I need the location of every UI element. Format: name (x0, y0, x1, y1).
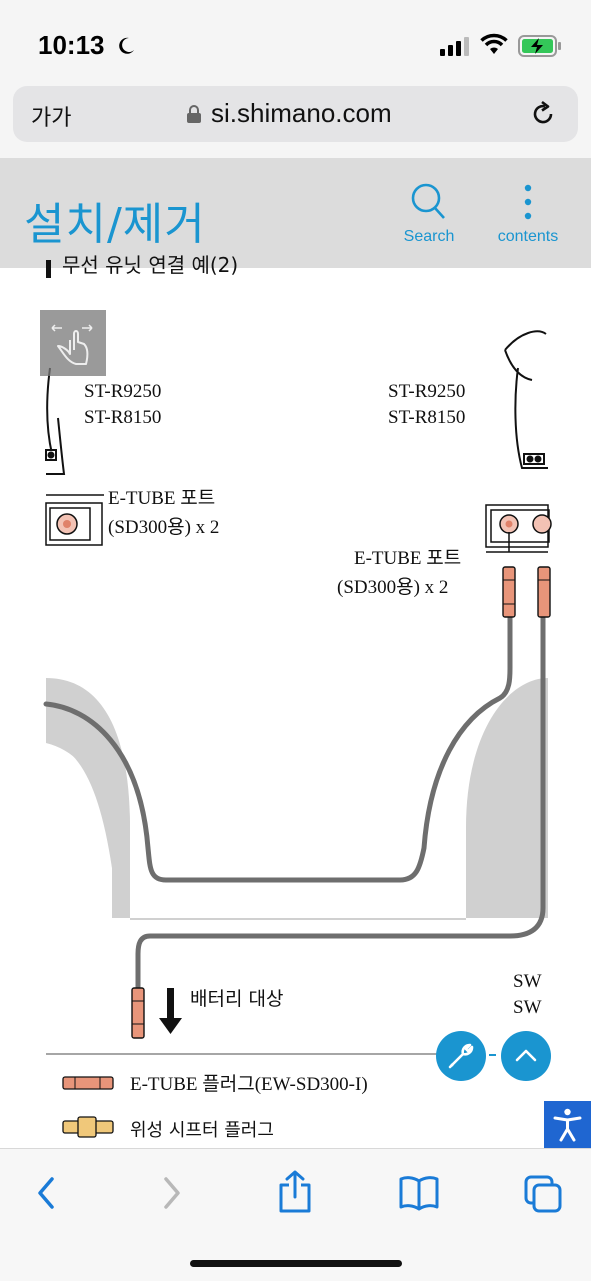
sw-label-1: SW (513, 971, 542, 992)
search-label: Search (403, 228, 455, 245)
left-port-box (45, 494, 104, 546)
right-model-2: ST-R8150 (388, 407, 465, 428)
status-bar: 10:13 (0, 0, 591, 80)
heading-marker (46, 260, 51, 278)
right-port-box (485, 504, 552, 553)
battery-etube-plug (131, 987, 145, 1039)
tabs-icon[interactable] (522, 1173, 564, 1215)
fab-separator (489, 1054, 496, 1056)
wrench-icon (448, 1043, 474, 1069)
wiring-diagram: 무선 유닛 연결 예(2) ST-R9250 ST-R8150 E-TUBE 포… (43, 253, 552, 1141)
home-indicator (190, 1260, 402, 1267)
right-etube-plug-1 (502, 566, 516, 618)
browser-toolbar (0, 1148, 591, 1281)
cut-heading: 무선 유닛 연결 예(2) (62, 253, 238, 277)
bookmarks-icon[interactable] (398, 1173, 440, 1213)
browser-address-area: 가가 si.shimano.com (0, 80, 591, 158)
back-icon[interactable] (32, 1173, 60, 1213)
signal-icon (440, 37, 469, 56)
battery-label: 배터리 대상 (190, 988, 283, 1010)
legend-satellite-label: 위성 시프터 플러그 (130, 1120, 274, 1141)
reload-icon[interactable] (529, 100, 557, 128)
moon-icon (119, 37, 134, 54)
share-icon[interactable] (276, 1169, 314, 1215)
battery-charging-icon (518, 35, 561, 57)
left-port-label-2: (SD300용) x 2 (108, 517, 219, 538)
sw-label-2: SW (513, 997, 542, 1018)
right-port-label-1: E-TUBE 포트 (354, 548, 461, 569)
left-cable (43, 615, 513, 883)
text-size-button[interactable]: 가가 (31, 106, 72, 131)
swipe-hint[interactable] (40, 310, 106, 376)
lock-icon (187, 105, 201, 123)
page-content[interactable]: 무선 유닛 연결 예(2) ST-R9250 ST-R8150 E-TUBE 포… (0, 253, 591, 1148)
forward-icon[interactable] (158, 1173, 186, 1213)
search-icon (411, 183, 445, 219)
left-port-label-1: E-TUBE 포트 (108, 488, 215, 509)
chevron-up-icon (515, 1049, 537, 1062)
legend-etube-plug-icon (62, 1076, 114, 1090)
wifi-icon (480, 33, 508, 54)
site-header: 설치/제거 Search contents (0, 158, 591, 268)
url-text[interactable]: si.shimano.com (211, 98, 392, 128)
handlebar-shape (46, 678, 548, 920)
scroll-top-button[interactable] (501, 1031, 551, 1081)
legend-satellite-plug-icon (62, 1116, 114, 1138)
handlebar-inner-cutout (46, 708, 130, 888)
down-arrow-icon (159, 988, 182, 1034)
contents-button[interactable]: contents (492, 182, 564, 246)
legend-etube-label: E-TUBE 플러그(EW-SD300-I) (130, 1073, 368, 1095)
right-cable (135, 615, 546, 991)
right-model-1: ST-R9250 (388, 381, 465, 402)
right-shifter (504, 330, 548, 469)
contents-label: contents (497, 228, 559, 245)
wrench-button[interactable] (436, 1031, 486, 1081)
accessibility-icon (553, 1108, 582, 1142)
right-etube-plug-2 (537, 566, 551, 618)
more-vertical-icon (524, 184, 532, 220)
search-button[interactable]: Search (398, 182, 460, 246)
page-title: 설치/제거 (24, 199, 206, 250)
left-model-1: ST-R9250 (84, 381, 161, 402)
left-model-2: ST-R8150 (84, 407, 161, 428)
accessibility-button[interactable] (544, 1101, 591, 1148)
left-shifter (45, 367, 66, 475)
swipe-hand-icon (51, 324, 93, 365)
address-bar[interactable]: 가가 si.shimano.com (13, 86, 578, 142)
status-time: 10:13 (38, 30, 105, 60)
right-port-label-2: (SD300용) x 2 (337, 577, 448, 598)
